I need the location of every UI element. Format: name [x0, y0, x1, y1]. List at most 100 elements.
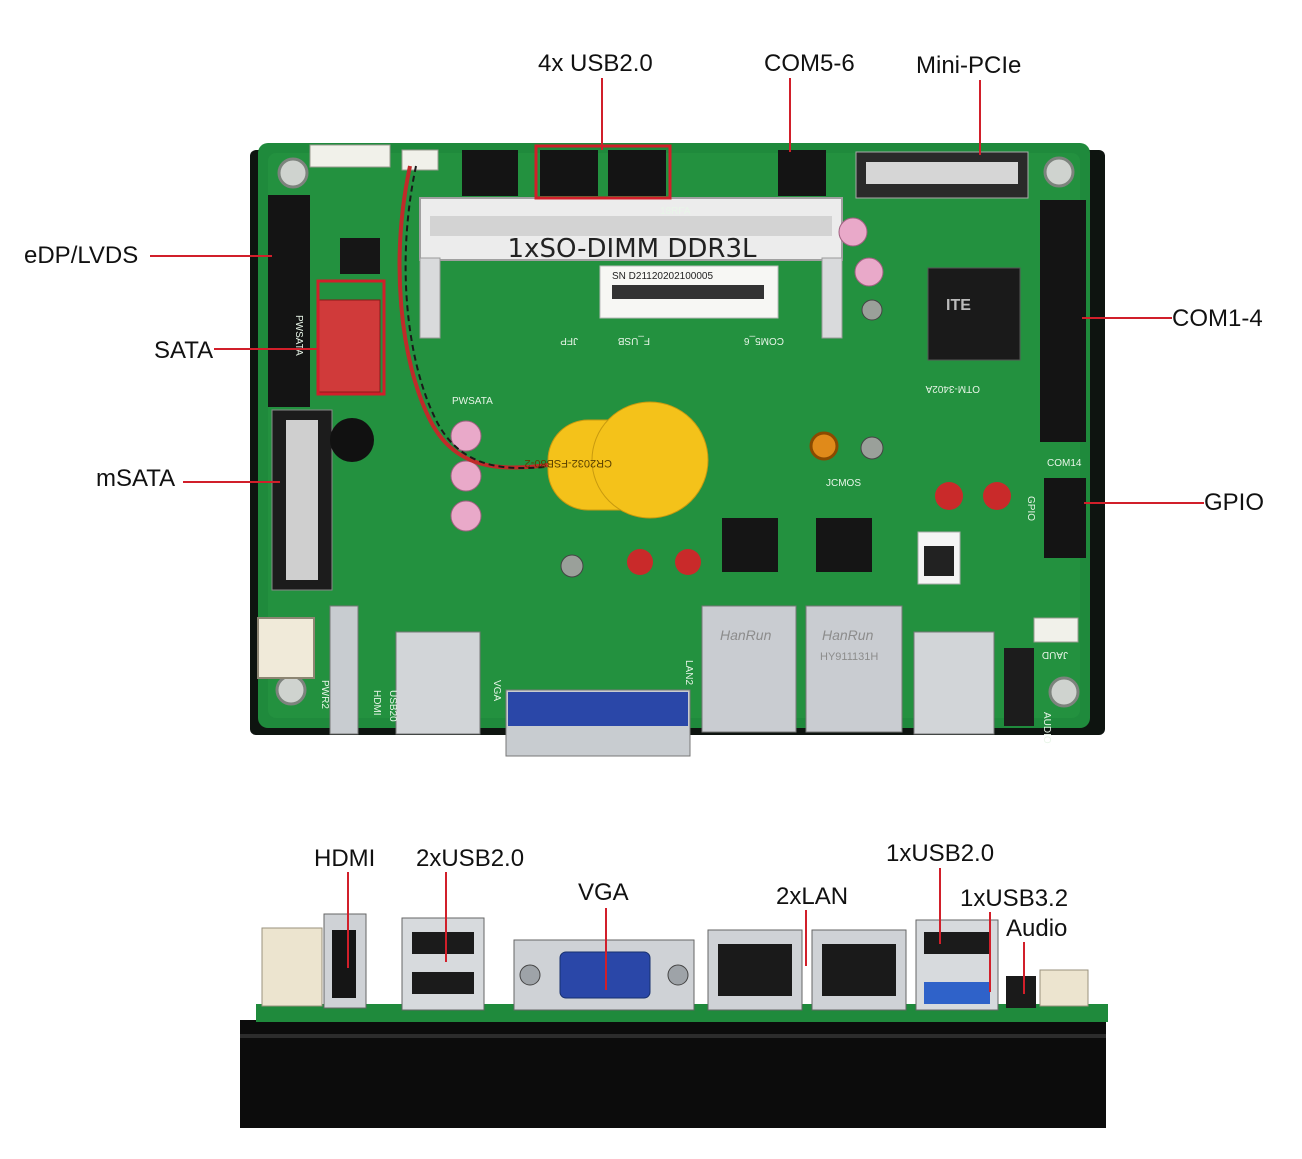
label-mini-pcie: Mini-PCIe	[916, 52, 1021, 79]
lan-part-2: HY911131H	[820, 651, 878, 663]
side-power-connector	[261, 927, 323, 1007]
label-msata: mSATA	[96, 465, 175, 492]
side-usb2-slot	[924, 932, 990, 954]
cap-red-4	[675, 549, 701, 575]
jaud-connector	[1033, 617, 1079, 643]
side-header-right	[1039, 969, 1089, 1007]
com56-header	[778, 150, 826, 196]
lan-brand-1: HanRun	[720, 627, 772, 643]
side-lan-1-opening	[718, 944, 792, 996]
sodimm-latch-left	[419, 257, 441, 339]
highlight-usb-headers	[534, 144, 672, 200]
cap-5	[854, 257, 884, 287]
minipcie-slot-inner	[866, 162, 1018, 184]
top-view-board: 18RFA 1xSO-DIMM DDR3L SN D21120202100005…	[250, 143, 1105, 757]
label-4x-usb20: 4x USB2.0	[538, 50, 653, 77]
edp-lvds-header	[268, 195, 310, 407]
silk-lan2: LAN2	[683, 660, 694, 685]
mount-hole-tl	[277, 157, 309, 189]
label-edp-lvds: eDP/LVDS	[24, 242, 138, 269]
top-view-callouts: 4x USB2.0 COM5-6 Mini-PCIe eDP/LVDS SATA…	[24, 50, 1264, 516]
side-vga-screw-r	[667, 964, 689, 986]
side-usb-slot-2	[412, 972, 474, 994]
side-lan-2-opening	[822, 944, 896, 996]
side-usb-stack	[401, 917, 485, 1011]
cap-2	[450, 460, 482, 492]
side-view-callouts: HDMI 2xUSB2.0 VGA 2xLAN 1xUSB2.0 1xUSB3.…	[314, 840, 1068, 994]
sodimm-label: 1xSO-DIMM DDR3L	[508, 234, 757, 264]
ic-lan-1	[722, 518, 778, 572]
serial-barcode	[612, 285, 764, 299]
cap-1	[450, 420, 482, 452]
ite-chip-brand: ITE	[946, 297, 971, 314]
sodimm-latch-right	[821, 257, 843, 339]
usb-stack-right-top	[913, 631, 995, 735]
cap-3	[450, 500, 482, 532]
silk-pwsata: PWSATA	[293, 315, 304, 356]
label-sata: SATA	[154, 337, 213, 364]
buzzer	[330, 418, 374, 462]
screw-center	[861, 299, 883, 321]
silk-vga: VGA	[491, 680, 502, 701]
board-model: OTM-3402A	[925, 383, 980, 394]
silk-usb20: USB20	[387, 690, 398, 722]
usb-stack-top	[395, 631, 481, 735]
label-2x-usb20: 2xUSB2.0	[416, 845, 524, 872]
side-vga-screw-l	[519, 964, 541, 986]
vga-blue-top	[508, 692, 688, 726]
power-connector	[257, 617, 315, 679]
sata-connector	[317, 299, 381, 393]
hdmi-port-top	[329, 605, 359, 735]
orange-standoff	[809, 431, 839, 461]
cap-4	[838, 217, 868, 247]
label-2x-lan: 2xLAN	[776, 883, 848, 910]
label-com14: COM1-4	[1172, 305, 1263, 332]
header-fan-connector	[401, 149, 439, 171]
cmos-battery-cell	[591, 401, 709, 519]
silk-pwr2: PWR2	[319, 680, 330, 709]
ic-top-left	[340, 238, 380, 274]
silk-jfp: JFP	[560, 335, 578, 346]
sata-highlight	[316, 279, 386, 396]
side-audio-jack	[1006, 976, 1036, 1008]
silk-hdmi: HDMI	[371, 690, 382, 716]
silk-com14: COM14	[1047, 458, 1082, 469]
com14-header	[1040, 200, 1086, 442]
side-usb3-slot	[924, 982, 990, 1004]
label-1x-usb20: 1xUSB2.0	[886, 840, 994, 867]
msata-slot-inner	[286, 420, 318, 580]
lan-port-1-top	[701, 605, 797, 733]
sodimm-slot-channel	[430, 216, 832, 236]
audio-jack-top	[1004, 648, 1034, 726]
silk-audio: AUDIO	[1041, 712, 1052, 744]
sodimm-slot-code: 18RFA	[660, 206, 691, 217]
silk-com5: COM5_6	[744, 335, 784, 346]
side-view	[240, 913, 1108, 1128]
label-gpio: GPIO	[1204, 489, 1264, 516]
side-hdmi-opening	[332, 930, 356, 998]
silk-pwsata-2: PWSATA	[452, 396, 493, 407]
gpio-header	[1044, 478, 1086, 558]
silk-fusb: F_USB	[617, 335, 650, 346]
silk-gpio: GPIO	[1025, 496, 1036, 521]
silk-jcmos: JCMOS	[826, 478, 861, 489]
cap-red-1	[935, 482, 963, 510]
header-white-connector	[309, 144, 391, 168]
label-hdmi: HDMI	[314, 845, 375, 872]
label-vga: VGA	[578, 879, 629, 906]
battery-wire-black	[404, 165, 587, 470]
label-audio: Audio	[1006, 915, 1067, 942]
ite-chip	[927, 267, 1021, 361]
side-usb-slot-1	[412, 932, 474, 954]
lan-port-2-top	[805, 605, 903, 733]
silk-jaud: JAUD	[1042, 649, 1068, 660]
hole-center	[860, 436, 884, 460]
label-1x-usb32: 1xUSB3.2	[960, 885, 1068, 912]
qr-code	[924, 546, 954, 576]
serial-number: SN D21120202100005	[612, 271, 713, 282]
mount-hole-tr	[1043, 156, 1075, 188]
battery-text: CR2032-FSB80-2	[525, 457, 612, 469]
mount-hole-br	[1048, 676, 1080, 708]
heatsink-shadow	[240, 1034, 1106, 1038]
